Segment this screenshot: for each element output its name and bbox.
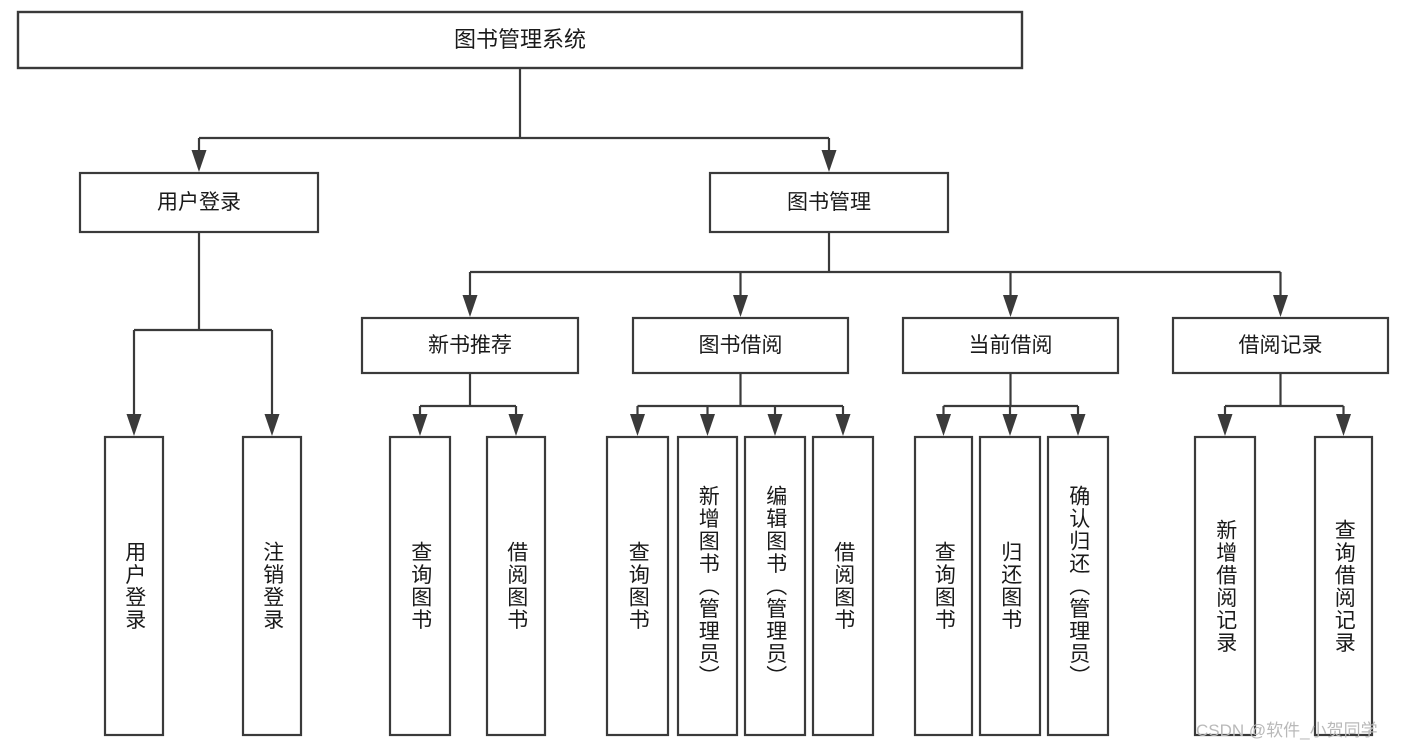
node-leaf-4[interactable] [605,435,670,737]
node-level1-0-label: 用户登录 [157,191,241,214]
node-level1-0[interactable] [78,171,320,234]
node-level2-0[interactable] [360,316,580,375]
node-level2-2[interactable] [901,316,1120,375]
node-root-label: 图书管理系统 [454,27,586,52]
level2-1-to-leaves-arrow-2 [767,414,783,436]
level2-2-to-leaves-arrow-0 [936,414,951,436]
node-level1-1[interactable] [708,171,950,234]
node-leaf-11[interactable] [1193,435,1257,737]
level2-0-to-leaves-arrow-1 [508,414,524,436]
level1-1-to-level2-arrow-3 [1273,295,1288,317]
level1-0-to-leaves-arrow-1 [264,414,280,436]
node-level2-3-label: 借阅记录 [1239,334,1323,357]
connector-lines [126,68,1351,436]
level2-3-to-leaves-arrow-1 [1336,414,1351,436]
node-root[interactable] [16,10,1024,70]
node-leaf-9[interactable] [978,435,1042,737]
node-boxes [16,10,1390,737]
node-leaf-2[interactable] [388,435,452,737]
node-leaf-8[interactable] [913,435,974,737]
level2-1-to-leaves-arrow-3 [835,414,851,436]
node-level2-3[interactable] [1171,316,1390,375]
node-leaf-1[interactable] [241,435,303,737]
node-level2-1-label: 图书借阅 [699,334,783,357]
level1-0-to-leaves-arrow-0 [126,414,142,436]
node-level2-0-label: 新书推荐 [428,334,512,357]
node-leaf-7[interactable] [811,435,875,737]
node-leaf-10[interactable] [1046,435,1110,737]
node-level2-2-label: 当前借阅 [969,334,1053,357]
level1-1-to-level2-arrow-2 [1003,295,1018,317]
node-level1-1-label: 图书管理 [787,191,871,214]
node-leaf-5[interactable] [676,435,739,737]
node-leaf-12[interactable] [1313,435,1374,737]
level2-1-to-leaves-arrow-1 [700,414,715,436]
node-leaf-3[interactable] [485,435,547,737]
root-to-level1-arrow-1 [821,150,837,172]
level2-3-to-leaves-arrow-0 [1217,414,1233,436]
node-leaf-6[interactable] [743,435,807,737]
level2-2-to-leaves-arrow-2 [1070,414,1086,436]
node-leaf-0[interactable] [103,435,165,737]
node-level2-1[interactable] [631,316,850,375]
level1-1-to-level2-arrow-0 [462,295,478,317]
level2-2-to-leaves-arrow-1 [1002,414,1018,436]
level1-1-to-level2-arrow-1 [733,295,748,317]
root-to-level1-arrow-0 [191,150,207,172]
level2-0-to-leaves-arrow-0 [412,414,428,436]
level2-1-to-leaves-arrow-0 [630,414,645,436]
